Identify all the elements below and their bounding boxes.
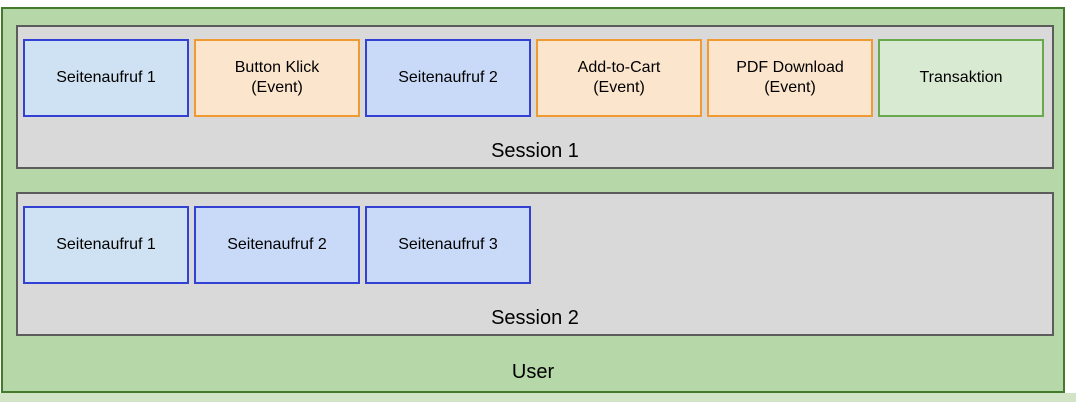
session-2-boxes: Seitenaufruf 1 Seitenaufruf 2 Seitenaufr… bbox=[23, 206, 531, 284]
session-1-label: Session 1 bbox=[491, 140, 579, 162]
box-s1-seitenaufruf-1: Seitenaufruf 1 bbox=[23, 39, 189, 117]
session-1-container: Seitenaufruf 1 Button Klick (Event) Seit… bbox=[16, 25, 1054, 169]
box-label-line1: Button Klick bbox=[234, 59, 320, 76]
box-s1-pdf-download-event: PDF Download (Event) bbox=[707, 39, 873, 117]
session-1-boxes: Seitenaufruf 1 Button Klick (Event) Seit… bbox=[23, 39, 1044, 117]
box-label-line2: (Event) bbox=[593, 79, 645, 96]
box-label-line1: PDF Download bbox=[736, 59, 844, 76]
box-label: Seitenaufruf 2 bbox=[398, 69, 498, 86]
box-s2-seitenaufruf-2: Seitenaufruf 2 bbox=[194, 206, 360, 284]
bottom-strip bbox=[0, 393, 1076, 402]
box-s2-seitenaufruf-1: Seitenaufruf 1 bbox=[23, 206, 189, 284]
user-label: User bbox=[511, 361, 555, 383]
box-s1-button-klick-event: Button Klick (Event) bbox=[194, 39, 360, 117]
box-label-line2: (Event) bbox=[764, 79, 816, 96]
box-label: Seitenaufruf 1 bbox=[56, 236, 156, 253]
box-s2-seitenaufruf-3: Seitenaufruf 3 bbox=[365, 206, 531, 284]
box-s1-transaktion: Transaktion bbox=[878, 39, 1044, 117]
box-label: Seitenaufruf 1 bbox=[56, 69, 156, 86]
box-label-line2: (Event) bbox=[251, 79, 303, 96]
box-s1-add-to-cart-event: Add-to-Cart (Event) bbox=[536, 39, 702, 117]
box-label: Seitenaufruf 3 bbox=[398, 236, 498, 253]
session-2-label: Session 2 bbox=[491, 307, 579, 329]
box-label-line1: Add-to-Cart bbox=[577, 59, 661, 76]
box-s1-seitenaufruf-2: Seitenaufruf 2 bbox=[365, 39, 531, 117]
session-2-container: Seitenaufruf 1 Seitenaufruf 2 Seitenaufr… bbox=[16, 192, 1054, 336]
user-container: Seitenaufruf 1 Button Klick (Event) Seit… bbox=[1, 7, 1065, 393]
box-label: Transaktion bbox=[919, 69, 1003, 86]
box-label: Seitenaufruf 2 bbox=[227, 236, 327, 253]
